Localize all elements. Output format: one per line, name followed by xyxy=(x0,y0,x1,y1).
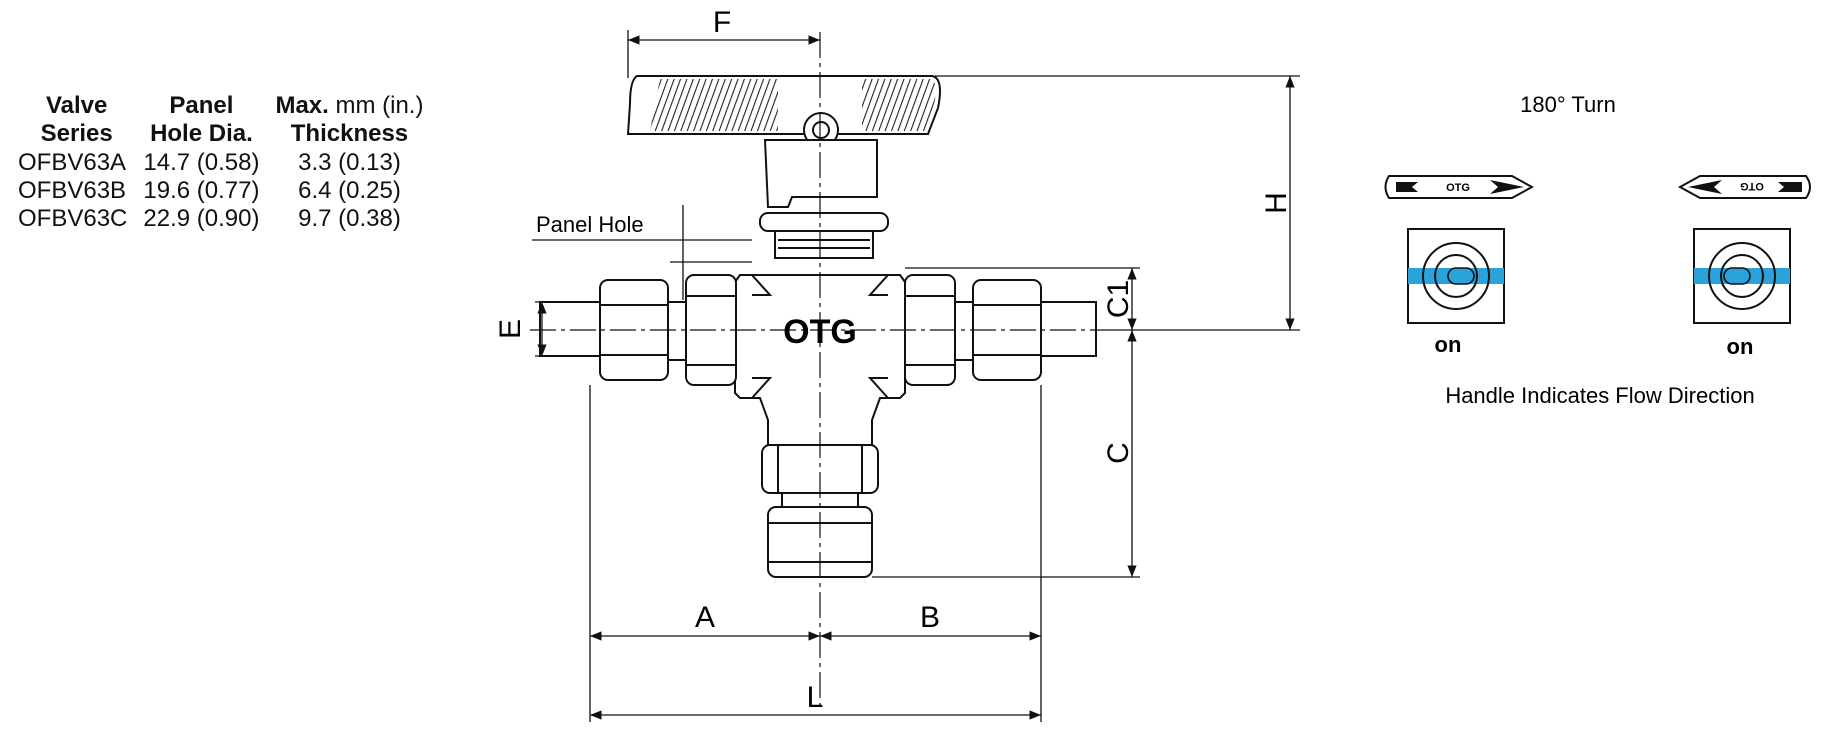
header-line1: Panel xyxy=(169,92,234,119)
handle-text-right: OTG xyxy=(1740,180,1764,192)
handle-knurl-right xyxy=(862,79,936,131)
arrow-right-icon xyxy=(1778,182,1802,192)
centerlines xyxy=(530,32,1110,710)
handle-knurl-left xyxy=(650,79,778,131)
dimension-lines xyxy=(532,30,1300,722)
body-brand-text: OTG xyxy=(783,313,857,351)
flow-indicator-bar-right xyxy=(1723,267,1751,285)
table-row: OFBV63C 22.9 (0.90) 9.7 (0.38) xyxy=(18,205,431,233)
right-tube xyxy=(1040,301,1097,357)
panel-nut xyxy=(759,212,889,232)
arrow-left-icon xyxy=(1396,182,1418,192)
turn-label: 180° Turn xyxy=(1520,92,1616,117)
arrow-left-icon xyxy=(1688,180,1722,194)
header-max-thickness: Max. mm (in.) Thickness xyxy=(267,92,431,149)
table-header-row: Valve Series Panel Hole Dia. Max. mm (in… xyxy=(18,92,431,149)
table-row: OFBV63B 19.6 (0.77) 6.4 (0.25) xyxy=(18,177,431,205)
on-label-left: on xyxy=(1435,332,1462,357)
dim-C: C xyxy=(1102,442,1135,464)
dim-E: E xyxy=(494,319,527,339)
stem-housing xyxy=(763,139,878,208)
dim-L: L xyxy=(807,681,824,714)
flow-box-left xyxy=(1407,228,1505,324)
cell-valve-series: OFBV63A xyxy=(18,148,127,176)
header-line2: Thickness xyxy=(290,120,409,148)
arrow-right-icon xyxy=(1490,180,1524,194)
header-unit: mm (in.) xyxy=(335,92,424,119)
cell-panel-hole-dia: 22.9 (0.90) xyxy=(143,205,260,233)
dim-C1: C1 xyxy=(1102,280,1135,318)
header-valve-series: Valve Series xyxy=(18,92,135,149)
handle-text-left: OTG xyxy=(1446,182,1470,194)
on-label-right: on xyxy=(1727,334,1754,359)
handle-indicator-right: OTG xyxy=(1677,175,1811,199)
flow-indicator-bar-left xyxy=(1447,267,1475,285)
dim-A: A xyxy=(695,601,715,634)
handle-indicator-left: OTG xyxy=(1384,175,1535,199)
header-panel-hole-dia: Panel Hole Dia. xyxy=(135,92,267,149)
table-row: OFBV63A 14.7 (0.58) 3.3 (0.13) xyxy=(18,149,431,177)
cell-max-thickness: 3.3 (0.13) xyxy=(298,148,401,176)
cell-valve-series: OFBV63B xyxy=(18,176,127,204)
cell-panel-hole-dia: 19.6 (0.77) xyxy=(143,176,260,204)
header-line2: Hole Dia. xyxy=(150,120,253,148)
cell-max-thickness: 9.7 (0.38) xyxy=(298,205,401,233)
header-line1: Valve xyxy=(45,92,108,119)
dimension-table: Valve Series Panel Hole Dia. Max. mm (in… xyxy=(18,92,431,234)
header-line2: Series xyxy=(40,120,113,148)
flow-direction-caption: Handle Indicates Flow Direction xyxy=(1445,383,1754,408)
flow-box-right xyxy=(1693,228,1791,324)
cell-max-thickness: 6.4 (0.25) xyxy=(298,176,401,204)
dim-B: B xyxy=(920,601,940,634)
header-line1: Max. xyxy=(275,92,329,119)
left-tube xyxy=(539,301,601,357)
dim-F: F xyxy=(713,6,731,39)
dim-H: H xyxy=(1260,192,1293,214)
cell-valve-series: OFBV63C xyxy=(18,205,128,233)
panel-hole-label: Panel Hole xyxy=(536,212,644,237)
cell-panel-hole-dia: 14.7 (0.58) xyxy=(143,148,260,176)
